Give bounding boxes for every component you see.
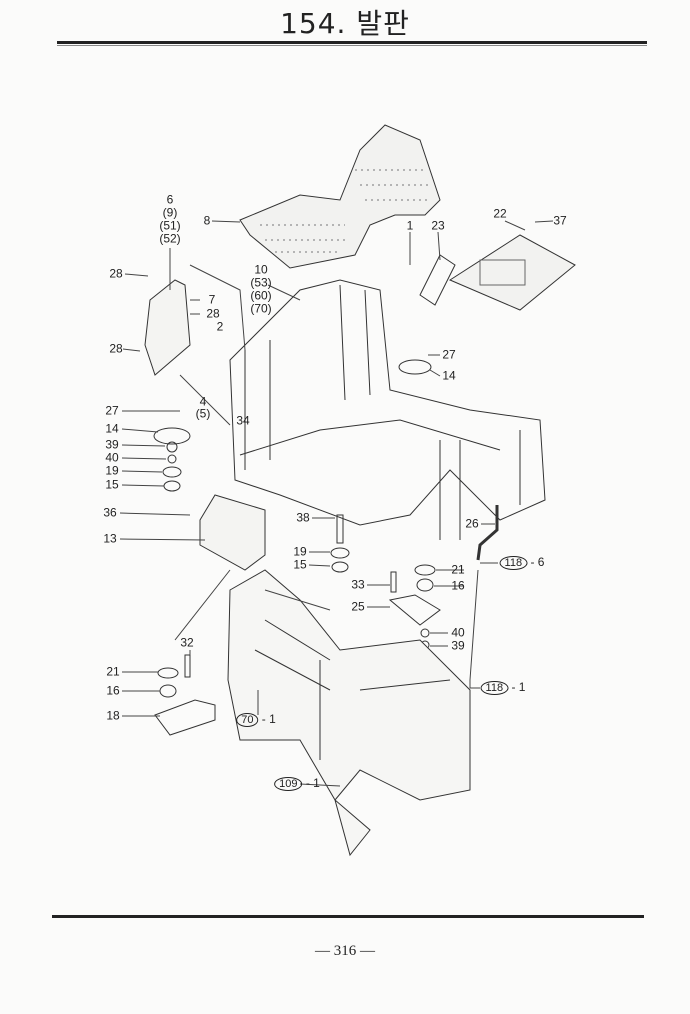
callout-14: 14 [105, 421, 119, 436]
callout-7: 7 [208, 292, 216, 307]
hose [476, 505, 499, 561]
callout-16: 16 [106, 683, 120, 698]
callout-18: 18 [106, 708, 120, 723]
side-panel [144, 279, 191, 376]
callout-37: 37 [553, 213, 567, 228]
ref-70-1[interactable]: 70 - 1 [236, 713, 276, 727]
callout-15: 15 [293, 557, 307, 572]
callout-15: 15 [105, 477, 119, 492]
ref-circle: 70 [236, 713, 259, 727]
callout-8: 8 [203, 213, 211, 228]
bracket [419, 254, 456, 306]
ref-circle: 109 [274, 777, 303, 791]
page-title: 154. 발판 [280, 7, 410, 40]
callout-28: 28 [109, 341, 123, 356]
callout-27: 27 [105, 403, 119, 418]
callout-19: 19 [105, 463, 119, 478]
callout-21: 21 [106, 664, 120, 679]
callout-28: 28 [109, 266, 123, 281]
ref-suffix: - 6 [530, 555, 545, 569]
rubber-pad [153, 427, 191, 445]
ref-circle: 118 [499, 556, 528, 570]
callout-25: 25 [351, 599, 365, 614]
callout-1: 1 [406, 218, 414, 233]
callout-5: (5) [195, 406, 211, 421]
floor-mat [239, 124, 441, 269]
callout-14: 14 [442, 368, 456, 383]
callout-60: (60) [250, 288, 272, 303]
callout-32: 32 [180, 635, 194, 650]
ref-suffix: - 1 [511, 680, 526, 694]
callout-13: 13 [103, 531, 117, 546]
callout-9: (9) [162, 205, 178, 220]
callout-19: 19 [293, 544, 307, 559]
callout-40: 40 [451, 625, 465, 640]
callout-70: (70) [250, 301, 272, 316]
callout-36: 36 [103, 505, 117, 520]
stand-bracket [154, 699, 216, 736]
ref-circle: 118 [480, 681, 509, 695]
callout-10: 10 [254, 262, 268, 277]
top-divider-thin [57, 45, 647, 46]
mount-plate [388, 594, 441, 626]
callout-53: (53) [250, 275, 272, 290]
page-number: — 316 — [315, 943, 375, 959]
callout-16: 16 [451, 578, 465, 593]
callout-33: 33 [351, 577, 365, 592]
cabin-frame [229, 279, 546, 526]
top-divider [57, 41, 647, 44]
callout-21: 21 [451, 562, 465, 577]
callout-27: 27 [442, 347, 456, 362]
callout-26: 26 [465, 516, 479, 531]
ref-suffix: - 1 [261, 712, 276, 726]
bottom-divider [52, 915, 644, 918]
callout-40: 40 [105, 450, 119, 465]
callout-2: 2 [216, 319, 224, 334]
ref-109-1[interactable]: 109 - 1 [274, 777, 320, 791]
callout-38: 38 [296, 510, 310, 525]
step-plate [448, 234, 576, 311]
callout-51: (51) [159, 218, 181, 233]
callout-28: 28 [206, 306, 220, 321]
ref-suffix: - 1 [305, 776, 320, 790]
callout-52: (52) [159, 231, 181, 246]
callout-34: 34 [236, 413, 250, 428]
callout-39: 39 [451, 638, 465, 653]
callout-6: 6 [166, 192, 174, 207]
ref-118-6[interactable]: 118 - 6 [499, 555, 545, 570]
callout-39: 39 [105, 437, 119, 452]
callout-22: 22 [493, 206, 507, 221]
control-box [199, 494, 266, 571]
transmission-case [227, 569, 471, 857]
callout-23: 23 [431, 218, 445, 233]
callout-4: 4 [199, 394, 207, 409]
ref-118-1[interactable]: 118 - 1 [480, 680, 526, 695]
